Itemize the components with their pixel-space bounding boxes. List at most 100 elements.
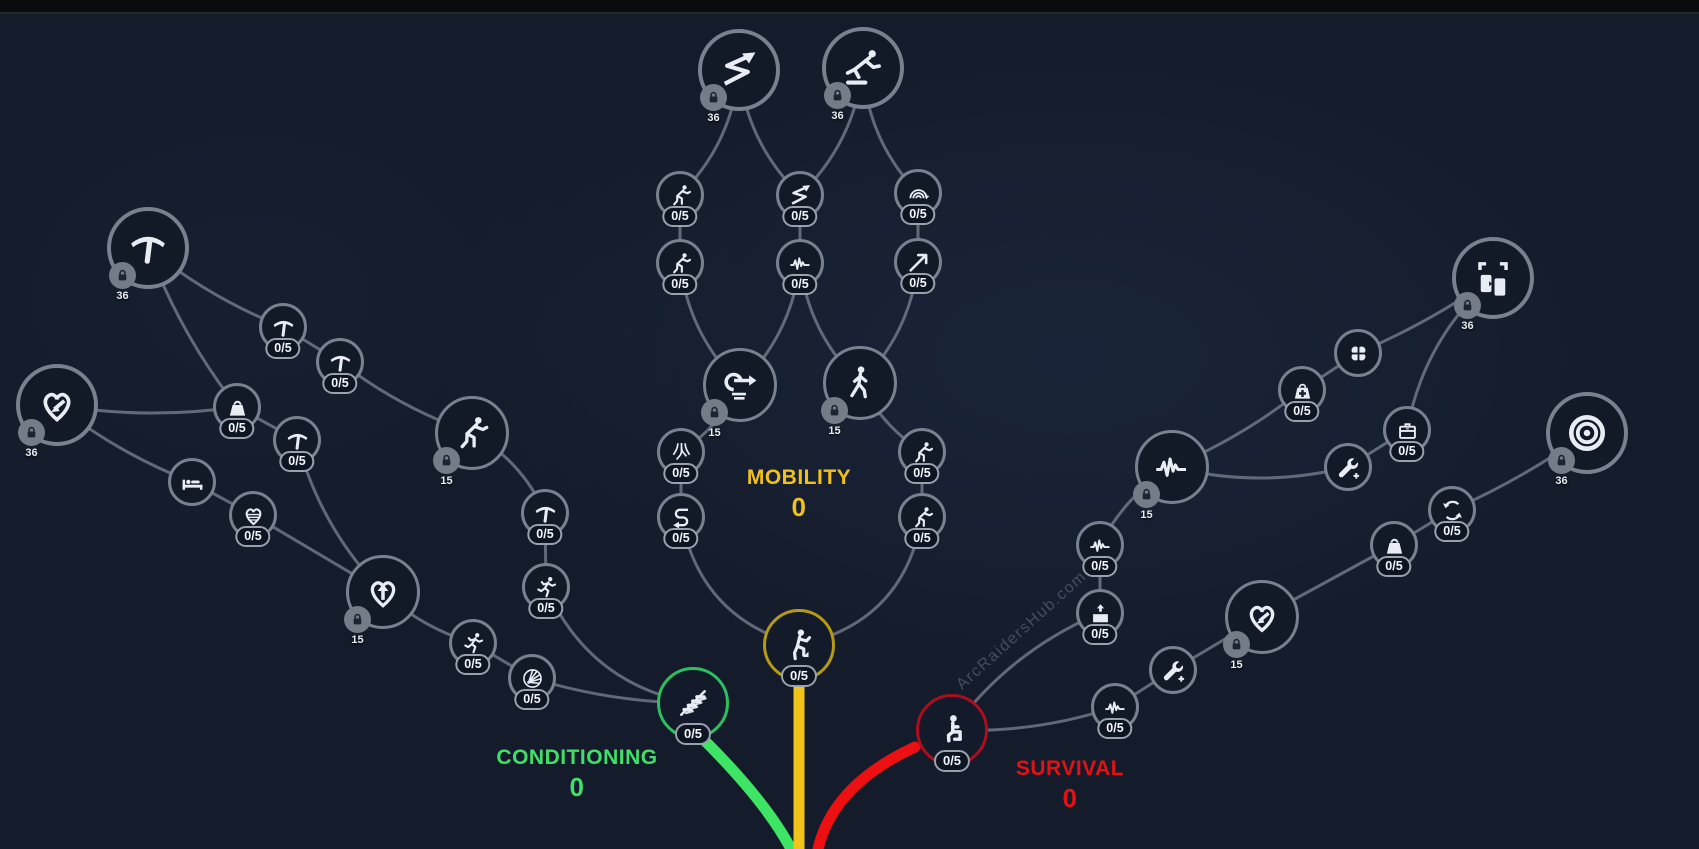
- lunge-icon: [667, 250, 694, 277]
- skill-node-sprint[interactable]: 0/5: [522, 563, 570, 619]
- lunge-icon: [909, 439, 936, 466]
- skill-points-badge: 0/5: [1284, 401, 1320, 422]
- skill-node-walk[interactable]: 15: [821, 346, 897, 437]
- medbag-icon: [1289, 377, 1316, 404]
- skill-points-badge: 0/5: [1389, 441, 1425, 462]
- skill-points-badge: 0/5: [900, 204, 936, 225]
- skill-node-loop-arrow[interactable]: 15: [701, 348, 777, 439]
- skill-node-target[interactable]: 36: [1546, 392, 1628, 487]
- skill-node-sit[interactable]: 0/5: [916, 694, 988, 772]
- skill-node-zigzag[interactable]: 0/5: [776, 171, 824, 227]
- skill-node-sprint[interactable]: 0/5: [449, 619, 497, 675]
- weight-icon: [1381, 532, 1408, 559]
- skill-node-heart-stripes[interactable]: 0/5: [229, 491, 277, 547]
- branch-trunk-survival: [812, 741, 921, 849]
- skill-points-badge: 0/5: [904, 463, 940, 484]
- branch-name: MOBILITY: [746, 466, 852, 489]
- skill-node-lunge[interactable]: 15: [433, 396, 509, 487]
- skill-node-waveform[interactable]: 0/5: [1091, 683, 1139, 739]
- bed-icon: [179, 469, 206, 496]
- feather-icon: [674, 684, 712, 722]
- skill-points-badge: 0/5: [1082, 624, 1118, 645]
- lock-icon: 36: [824, 82, 851, 122]
- skill-node-rainbow[interactable]: 0/5: [894, 169, 942, 225]
- skill-node-box-up[interactable]: 0/5: [1076, 589, 1124, 645]
- lock-level: 36: [116, 290, 129, 302]
- zigzag-icon: [787, 182, 814, 209]
- skill-node-shell[interactable]: 0/5: [508, 654, 556, 710]
- skill-node-lunge[interactable]: 0/5: [656, 239, 704, 295]
- skill-node-heart-up[interactable]: 15: [344, 555, 420, 646]
- waveform-icon: [787, 250, 814, 277]
- pickaxe-icon: [532, 500, 559, 527]
- skill-node-waveform[interactable]: 0/5: [1076, 521, 1124, 577]
- skill-points-badge: 0/5: [527, 524, 563, 545]
- pickaxe-icon: [284, 427, 311, 454]
- skill-points-badge: 0/5: [235, 526, 271, 547]
- lock-icon: 15: [344, 606, 371, 646]
- skill-node-feather[interactable]: 0/5: [657, 667, 729, 745]
- waveform-icon: [1151, 446, 1193, 488]
- skill-node-clover[interactable]: [1334, 329, 1382, 377]
- lock-icon: 36: [1454, 292, 1481, 332]
- skill-node-wrench[interactable]: [1149, 646, 1197, 694]
- ammobox-icon: [1394, 417, 1421, 444]
- skill-node-slide[interactable]: 36: [822, 27, 904, 122]
- skill-points-badge: 0/5: [279, 451, 315, 472]
- skill-node-waveform[interactable]: 15: [1133, 430, 1209, 521]
- sprint-icon: [533, 574, 560, 601]
- lock-icon: 36: [700, 84, 727, 124]
- heart-cycle-icon: [1241, 596, 1283, 638]
- skill-points-badge: 0/5: [322, 373, 358, 394]
- skill-node-heart-cycle[interactable]: 15: [1223, 580, 1299, 671]
- branch-name: SURVIVAL: [1015, 757, 1125, 780]
- skill-node-weight[interactable]: 0/5: [213, 383, 261, 439]
- skill-node-weight[interactable]: 0/5: [1370, 521, 1418, 577]
- skill-node-bed[interactable]: [168, 458, 216, 506]
- skill-points-badge: 0/5: [904, 528, 940, 549]
- skill-node-pickaxe[interactable]: 0/5: [273, 416, 321, 472]
- loop-arrow-icon: [719, 364, 761, 406]
- skill-node-pickaxe[interactable]: 36: [107, 207, 189, 302]
- branch-label-survival: SURVIVAL 0: [1016, 757, 1124, 814]
- lock-level: 15: [440, 475, 453, 487]
- skill-node-wrench[interactable]: [1324, 443, 1372, 491]
- pickaxe-icon: [125, 225, 171, 271]
- skill-points-badge: 0/5: [455, 654, 491, 675]
- skill-node-lunge[interactable]: 0/5: [898, 428, 946, 484]
- lock-level: 36: [1461, 320, 1474, 332]
- skill-node-climb[interactable]: 0/5: [763, 609, 835, 687]
- skill-node-lunge[interactable]: 0/5: [656, 171, 704, 227]
- lock-level: 36: [707, 112, 720, 124]
- clover-icon: [1345, 340, 1372, 367]
- skill-node-heart-cycle[interactable]: 36: [16, 364, 98, 459]
- skill-points-badge: 0/5: [782, 274, 818, 295]
- heart-cycle-icon: [34, 382, 80, 428]
- skill-node-lunge[interactable]: 0/5: [898, 493, 946, 549]
- branch-points: 0: [791, 492, 807, 522]
- lock-icon: 15: [701, 399, 728, 439]
- skill-node-diag-arrow[interactable]: 0/5: [894, 238, 942, 294]
- skill-node-loot-swap[interactable]: 36: [1452, 237, 1534, 332]
- branch-points: 0: [1062, 783, 1078, 813]
- walk-icon: [839, 362, 881, 404]
- skill-points-badge: 0/5: [674, 723, 712, 745]
- skill-node-pickaxe[interactable]: 0/5: [316, 338, 364, 394]
- skill-node-medbag[interactable]: 0/5: [1278, 366, 1326, 422]
- skill-node-braid[interactable]: 0/5: [657, 428, 705, 484]
- lock-icon: 36: [1548, 447, 1575, 487]
- skill-points-badge: 0/5: [662, 206, 698, 227]
- waveform-icon: [1087, 532, 1114, 559]
- skill-node-pickaxe[interactable]: 0/5: [521, 489, 569, 545]
- pickaxe-icon: [327, 349, 354, 376]
- skill-node-recycle[interactable]: 0/5: [1428, 486, 1476, 542]
- lock-level: 36: [25, 447, 38, 459]
- skill-node-pickaxe[interactable]: 0/5: [259, 303, 307, 359]
- top-letterbox-bar: [0, 0, 1699, 14]
- skill-node-waveform[interactable]: 0/5: [776, 239, 824, 295]
- skill-node-zigzag[interactable]: 36: [698, 29, 780, 124]
- sit-icon: [933, 711, 971, 749]
- skill-node-s-curve[interactable]: 0/5: [657, 493, 705, 549]
- branch-points: 0: [569, 772, 585, 802]
- skill-node-ammobox[interactable]: 0/5: [1383, 406, 1431, 462]
